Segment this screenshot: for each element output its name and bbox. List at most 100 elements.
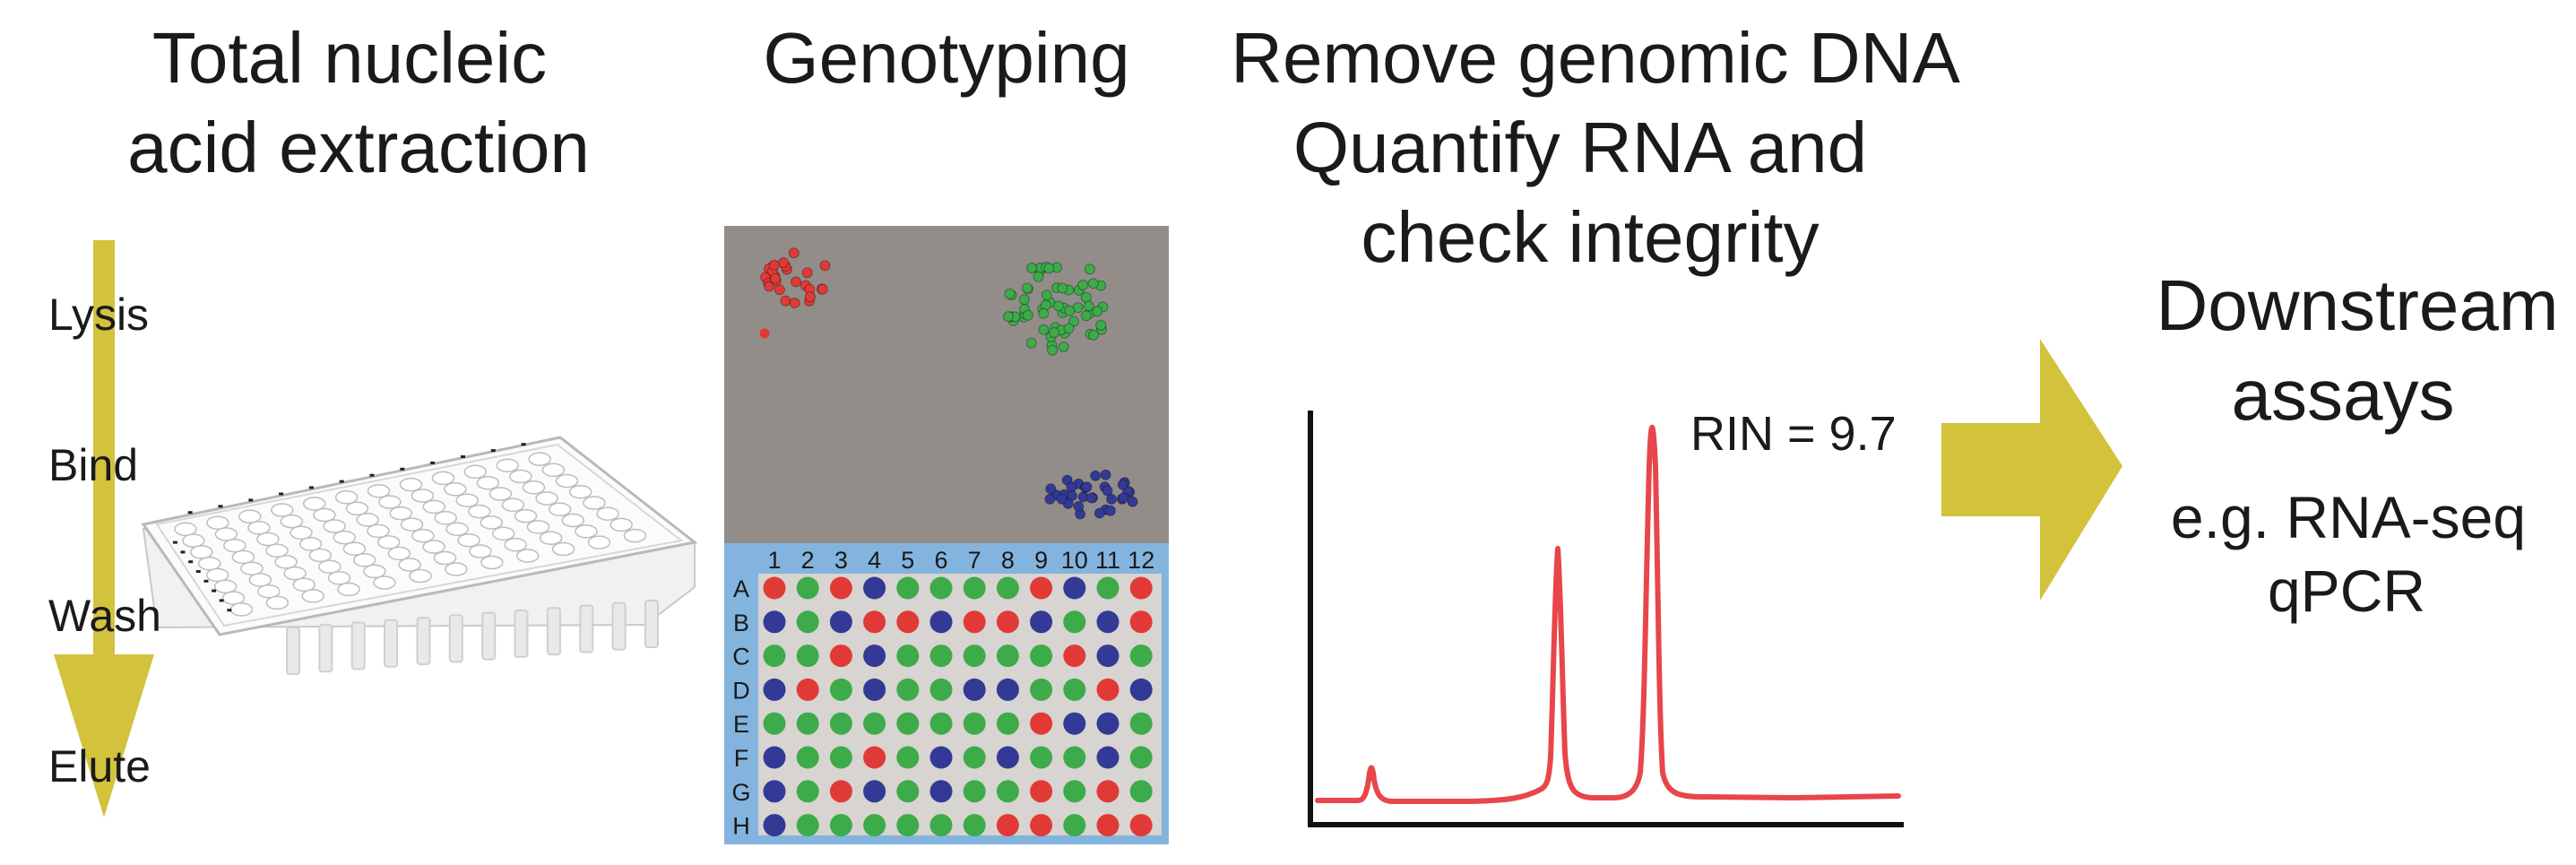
- genotype-well: [963, 814, 986, 837]
- genotype-well: [1096, 814, 1119, 837]
- plate-well: [205, 567, 229, 583]
- cluster-point-blue: [1106, 493, 1118, 505]
- plate-column-label: 12: [1128, 547, 1154, 574]
- plate-skirt-leg: [546, 607, 561, 656]
- genotype-well: [763, 814, 786, 837]
- plate-well: [229, 602, 254, 617]
- plate-column-mark: [490, 449, 496, 453]
- plate-well: [528, 452, 551, 466]
- cluster-point-green: [1022, 309, 1033, 321]
- plate-column-label: 5: [901, 547, 914, 574]
- title-qc-line3: check integrity: [1361, 197, 1819, 277]
- genotype-well: [796, 780, 819, 803]
- plate-column-label: 8: [1001, 547, 1015, 574]
- genotype-well: [829, 814, 852, 837]
- plate-skirt-leg: [481, 611, 497, 661]
- plate-well: [431, 471, 455, 486]
- genotype-well: [863, 814, 886, 837]
- cluster-point-green: [1084, 264, 1095, 275]
- genotype-well: [996, 780, 1019, 803]
- cluster-point-blue: [1056, 493, 1068, 505]
- plate-well: [352, 553, 376, 567]
- genotype-well: [1096, 780, 1119, 803]
- step-lysis: Lysis: [48, 290, 149, 340]
- genotype-well: [996, 746, 1019, 769]
- plate-skirt-leg: [644, 600, 659, 648]
- electropherogram: RIN = 9.7: [1308, 407, 1904, 827]
- plate-well: [400, 517, 424, 532]
- title-qc-line2: Quantify RNA and: [1293, 108, 1867, 187]
- genotype-well: [996, 644, 1019, 668]
- genotype-well: [1129, 780, 1153, 803]
- cluster-point-green: [1095, 319, 1107, 331]
- cluster-point-green: [1033, 271, 1044, 282]
- plate-well: [501, 497, 525, 513]
- genotype-well: [829, 576, 852, 600]
- plate-column-mark: [400, 467, 405, 471]
- genotype-well: [896, 678, 920, 701]
- genotype-well: [1030, 814, 1053, 837]
- plate-row-label: C: [732, 644, 750, 670]
- genotype-well: [1030, 780, 1053, 803]
- genotype-well: [763, 678, 786, 701]
- plate-column-mark: [218, 505, 223, 508]
- cluster-point-green: [1041, 290, 1052, 301]
- genotype-well: [863, 712, 886, 735]
- plate-well: [271, 503, 294, 517]
- plate-well: [623, 528, 647, 543]
- process-arrow: [54, 240, 154, 817]
- plate-skirt-leg: [611, 601, 627, 651]
- cluster-point-red: [778, 257, 789, 268]
- cluster-point-green: [1038, 307, 1050, 319]
- title-qc-line1: Remove genomic DNA: [1231, 18, 1960, 98]
- plate-well: [231, 549, 255, 565]
- genotype-well: [963, 712, 986, 735]
- plate-well: [378, 495, 402, 509]
- plate-well: [535, 491, 558, 506]
- plate-row-label: E: [733, 711, 749, 738]
- cluster-point-red: [788, 247, 800, 259]
- downstream-example-qpcr: qPCR: [2268, 558, 2425, 624]
- plate-skirt-leg: [416, 617, 431, 666]
- genotype-well: [896, 780, 920, 803]
- plate-well: [504, 537, 527, 552]
- cluster-point-blue: [1085, 492, 1097, 504]
- plate-row-label: A: [733, 575, 749, 602]
- genotype-well: [829, 644, 852, 668]
- step-bind: Bind: [48, 440, 138, 490]
- plate-row-mark: [227, 609, 232, 612]
- plate-well: [389, 506, 412, 521]
- cluster-point-blue: [1100, 469, 1111, 480]
- rna-trace-line: [1315, 425, 1901, 804]
- cluster-point-green: [1052, 300, 1064, 312]
- plate-row-mark: [212, 589, 217, 593]
- cluster-point-green: [1058, 342, 1069, 352]
- plate-well: [265, 595, 290, 610]
- genotype-well: [796, 576, 819, 600]
- cluster-point-red: [780, 295, 791, 307]
- genotype-well: [996, 576, 1019, 600]
- plate-well: [301, 589, 324, 603]
- cluster-point-green: [1068, 316, 1079, 327]
- plate-well: [496, 458, 520, 472]
- genotype-well: [929, 610, 953, 634]
- genotype-well: [929, 814, 953, 837]
- cluster-point-red: [805, 291, 816, 303]
- plate-column-mark: [187, 511, 193, 515]
- step-elute: Elute: [48, 741, 151, 791]
- genotype-well: [796, 814, 819, 837]
- genotype-well: [896, 746, 920, 769]
- plate-well: [367, 523, 390, 539]
- plate-well: [283, 566, 307, 581]
- plate-skirt-leg: [350, 621, 366, 670]
- plate-well: [548, 502, 572, 517]
- genotype-well: [1129, 610, 1153, 634]
- plate-column-mark: [430, 461, 436, 464]
- cluster-point-green: [1004, 288, 1016, 299]
- plate-row-label: G: [731, 779, 750, 806]
- plate-well: [609, 517, 633, 532]
- plate-skirt-leg: [448, 614, 463, 663]
- genotype-well: [829, 610, 852, 634]
- genotype-well: [1096, 644, 1119, 668]
- plate-column-mark: [339, 480, 344, 483]
